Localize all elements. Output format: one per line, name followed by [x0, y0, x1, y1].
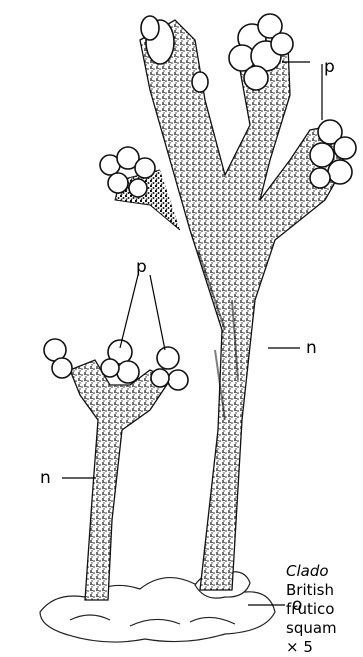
label-n-left: n: [40, 468, 51, 488]
caption-line-4: squam: [286, 619, 337, 638]
label-p-lower: p: [136, 257, 147, 277]
tall-podetium: [115, 20, 345, 590]
label-n-right: n: [306, 338, 317, 358]
figure-caption: Clado British frutico squam × 5: [286, 562, 337, 657]
caption-line-3: frutico: [286, 600, 337, 619]
basal-squamules: [40, 572, 275, 642]
short-podetium: [70, 360, 170, 600]
caption-line-1: Clado: [286, 562, 337, 581]
caption-line-2: British: [286, 581, 337, 600]
label-p-upper: p: [324, 57, 335, 77]
